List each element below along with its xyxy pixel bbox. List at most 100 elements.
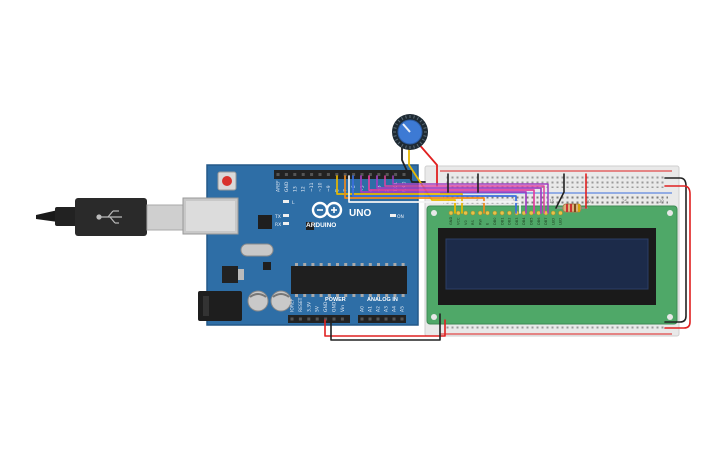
lcd-pin[interactable] [477,210,483,216]
power-pin-hole[interactable] [290,317,294,321]
resistor-band-3 [574,204,576,212]
potentiometer-tick [416,117,419,121]
wire-white[interactable] [348,175,521,214]
digital-pin-hole[interactable] [394,173,398,176]
wire-pot-gnd[interactable] [401,141,426,183]
led-on-indicator [390,214,396,217]
potentiometer[interactable] [392,114,428,150]
wire-5v-to-rail[interactable] [324,319,446,337]
lcd-pin[interactable] [499,210,505,216]
lcd-pin-row [448,210,563,216]
analog-pin-hole[interactable] [392,317,396,321]
wire-d3-db6[interactable] [368,175,535,214]
lcd-pin[interactable] [550,210,556,216]
wire-purple-2[interactable] [392,175,549,214]
chip-pin [311,294,315,297]
digital-pin-hole[interactable] [335,173,339,176]
lcd-pin[interactable] [448,210,454,216]
analog-pin-label: A3 [384,306,390,312]
digital-pin-hole[interactable] [402,173,406,176]
wire-right-vcc-rail[interactable] [664,185,691,329]
lcd-mount-hole-tl [431,210,437,216]
chip-pin [303,263,307,266]
digital-pin-hole[interactable] [293,173,297,176]
wire-pot-wiper[interactable] [408,143,456,214]
digital-pin-hole[interactable] [352,173,356,176]
lcd-pin[interactable] [536,210,541,216]
analog-pin-label: A2 [376,306,382,312]
lcd-pin[interactable] [463,210,468,216]
lcd-pin[interactable] [485,210,490,216]
digital-pin-hole[interactable] [360,173,364,176]
potentiometer-tick [423,127,427,129]
reset-button-cap[interactable] [222,176,232,186]
analog-pin-hole[interactable] [376,317,380,321]
digital-pin-holes [276,173,406,176]
digital-pin-hole[interactable] [284,173,288,176]
wire-right-gnd-rail[interactable] [664,177,687,323]
wire-pot-vcc[interactable] [416,141,438,187]
lcd-pin[interactable] [455,210,461,216]
chip-pin [401,263,405,266]
analog-pin-hole[interactable] [400,317,404,321]
usb-cable-end [36,210,58,222]
digital-pin-header[interactable] [274,170,412,179]
wire-gnd-jumper-3[interactable] [555,173,565,209]
analog-pin-hole[interactable] [368,317,372,321]
chip-pin [352,294,356,297]
lcd-pin[interactable] [528,210,534,216]
potentiometer-tick [393,127,397,129]
lcd-pin[interactable] [558,210,563,216]
small-ic [263,262,271,270]
power-pin-hole[interactable] [307,317,311,321]
led-tx-label: TX [274,214,281,220]
wire-d2-db7[interactable] [376,175,542,214]
potentiometer-tick [397,141,401,145]
wire-d4-db5[interactable] [360,175,527,214]
analog-pin-header[interactable] [358,315,406,323]
digital-pin-hole[interactable] [318,173,322,176]
power-pin-hole[interactable] [332,317,336,321]
digital-pin-hole[interactable] [368,173,372,176]
power-pin-hole[interactable] [324,317,328,321]
wire-gnd-to-rail[interactable] [330,313,441,341]
breadboard-column-number: 25 [622,199,628,204]
wire-d11-e[interactable] [344,175,485,214]
chip-pin [295,294,298,297]
lcd-pin[interactable] [492,210,498,216]
power-pin-header[interactable] [288,315,350,323]
analog-pin-hole[interactable] [384,317,388,321]
wire-d12-rs[interactable] [336,175,463,214]
wire-d5-db4[interactable] [352,175,517,214]
lcd-pin[interactable] [470,210,476,216]
digital-pin-hole[interactable] [385,173,389,176]
lcd-pin-label: DB2 [508,217,512,225]
lcd-pin-label: RW [478,219,482,225]
digital-pin-hole[interactable] [310,173,314,176]
capacitor-1-mark [249,293,267,298]
digital-pin-hole[interactable] [276,173,280,176]
power-pin-hole[interactable] [340,317,344,321]
chip-pin [360,263,364,266]
analog-pin-hole[interactable] [360,317,364,321]
digital-pin-hole[interactable] [343,173,347,176]
power-pin-hole[interactable] [315,317,319,321]
lcd-pin-label: DB1 [500,217,504,225]
icsp-chip [306,222,314,230]
digital-pin-hole[interactable] [326,173,330,176]
digital-pin-hole[interactable] [301,173,305,176]
digital-pin-hole[interactable] [377,173,381,176]
power-pin-hole[interactable] [298,317,302,321]
power-pin-label: Vin [340,305,346,312]
potentiometer-indicator [402,123,411,133]
potentiometer-tick [395,138,399,141]
chip-pin [327,263,331,266]
wire-pink-2[interactable] [384,175,545,214]
lcd-pin[interactable] [507,210,512,216]
resistor[interactable] [556,203,588,213]
chip-pin [377,294,380,297]
